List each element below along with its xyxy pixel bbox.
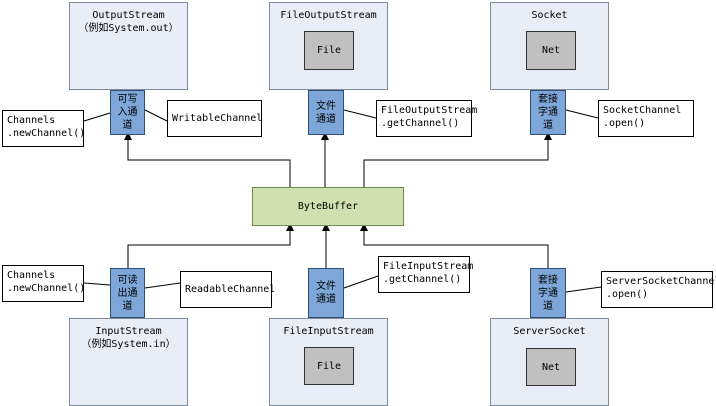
net-inner-box-bottom: Net <box>526 348 576 386</box>
socket-channel: 套接 字通 道 <box>530 90 566 135</box>
readable-channel: 可读 出通 道 <box>110 268 145 318</box>
pointer-writable-left <box>83 112 111 122</box>
callout-socketchannel-open: SocketChannel .open() <box>598 100 694 137</box>
server-socket-channel: 套接 字通 道 <box>530 268 566 318</box>
pointer-file-output-right <box>343 109 377 119</box>
arrow-buffer-to-writable-channel <box>124 132 291 187</box>
pointer-server-socket-right <box>565 286 602 293</box>
arrow-buffer-to-socket-channel <box>363 132 552 187</box>
server-socket-box: ServerSocket Net <box>490 318 609 406</box>
input-stream-box: InputStream （例如System.in） <box>69 318 188 406</box>
server-socket-title: ServerSocket <box>513 326 586 337</box>
callout-file-output-getchannel: FileOutputStream .getChannel() <box>376 100 477 137</box>
output-stream-title: OutputStream （例如System.out） <box>78 10 179 34</box>
arrow-readable-channel-to-buffer <box>127 223 294 268</box>
file-input-stream-box: FileInputStream File <box>269 318 388 406</box>
pointer-readable-left <box>83 282 111 286</box>
file-input-channel: 文件 通道 <box>308 268 344 318</box>
writable-channel: 可写 入通 道 <box>110 90 145 135</box>
file-inner-box-bottom: File <box>304 347 354 385</box>
byte-buffer: ByteBuffer <box>252 187 404 226</box>
net-inner-box: Net <box>526 31 576 70</box>
file-input-stream-title: FileInputStream <box>283 326 374 337</box>
callout-serversocketchannel-open: ServerSocketChannel .open() <box>601 271 716 308</box>
output-stream-box: OutputStream （例如System.out） <box>69 2 188 90</box>
file-output-stream-box: FileOutputStream File <box>269 2 388 90</box>
callout-channels-newchannel-top: Channels .newChannel() <box>2 110 85 147</box>
file-inner-box: File <box>304 31 354 70</box>
pointer-socket-right <box>565 109 599 119</box>
input-stream-title: InputStream （例如System.in） <box>81 326 176 350</box>
socket-box: Socket Net <box>490 2 609 90</box>
pointer-readable-right <box>144 282 181 289</box>
pointer-writable-right <box>144 109 168 122</box>
file-output-channel: 文件 通道 <box>308 90 344 135</box>
callout-readable-channel: ReadableChannel <box>180 271 275 308</box>
callout-channels-newchannel-bottom: Channels .newChannel() <box>2 265 85 302</box>
file-output-stream-title: FileOutputStream <box>280 10 377 21</box>
callout-file-input-getchannel: FileInputStream .getChannel() <box>378 256 473 293</box>
pointer-file-input-right <box>343 275 379 289</box>
callout-writable-channel: WritableChannel <box>167 100 262 137</box>
socket-title: Socket <box>531 10 568 21</box>
arrow-server-socket-channel-to-buffer <box>360 223 549 268</box>
